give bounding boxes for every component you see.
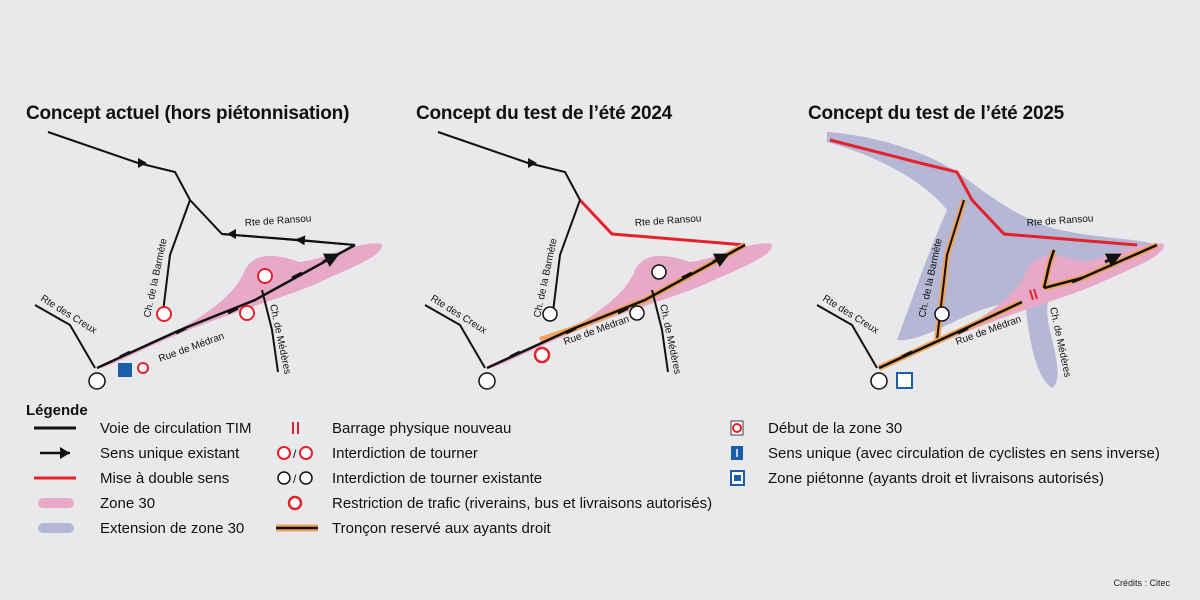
svg-text:/: / [293, 472, 297, 486]
pink-zone-icon [30, 493, 78, 513]
label-rte-creux: Rte des Creux [38, 293, 98, 336]
legend-item-existing-no-turn: / Interdiction de tourner existante [272, 468, 542, 488]
legend-item-one-way: Sens unique existant [30, 443, 239, 463]
reserved-section-icon [272, 518, 320, 538]
legend-item-two-way: Mise à double sens [30, 468, 229, 488]
road-creux [424, 304, 486, 369]
existing-no-turn-icon [651, 264, 667, 280]
legend-item-zone30-ext: Extension de zone 30 [30, 518, 244, 538]
credits: Crédits : Citec [1113, 578, 1170, 588]
no-turn-icon [239, 305, 255, 321]
road-barmette [551, 199, 581, 321]
road-creux [816, 304, 878, 369]
one-way-arrows [901, 257, 1115, 359]
panel-title-current: Concept actuel (hors piétonnisation) [26, 103, 350, 124]
svg-text:/: / [293, 447, 297, 461]
legend-item-restriction: Restriction de trafic (riverains, bus et… [272, 493, 712, 513]
legend-item-tim: Voie de circulation TIM [30, 418, 251, 438]
label-mederes: Ch. de Médères [267, 303, 293, 375]
zone30-extension-area [827, 132, 1154, 388]
existing-no-turn-icon [934, 306, 950, 322]
red-line-icon [30, 468, 78, 488]
label-rte-creux: Rte des Creux [820, 293, 880, 336]
legend-item-zone30-start: Début de la zone 30 [718, 418, 902, 438]
one-way-cyclists-icon [118, 363, 132, 377]
one-way-arrow-icon [138, 158, 147, 168]
one-way-arrows [509, 257, 723, 359]
traffic-restriction-icon [272, 493, 320, 513]
one-way-cyclists-icon [718, 443, 766, 463]
road-mederes [651, 289, 669, 373]
legend-item-reserved: Tronçon reservé aux ayants droit [272, 518, 551, 538]
traffic-restriction-icon [533, 346, 551, 364]
pedestrian-zone-icon [896, 372, 913, 389]
label-rte-ransou: Rte de Ransou [634, 213, 701, 229]
pedestrian-zone-icon [718, 468, 766, 488]
legend-item-zone30: Zone 30 [30, 493, 155, 513]
no-turn-icon [257, 268, 273, 284]
existing-no-turn-icon: / [272, 468, 320, 488]
road-ransou [221, 233, 356, 246]
road-medran [486, 243, 746, 370]
zone30-start-icon [718, 418, 766, 438]
road-creux [34, 304, 96, 369]
road-medran [96, 243, 356, 370]
map-current: Rte de Ransou Ch. de la Barmète Rte des … [34, 131, 383, 390]
lavender-zone-icon [30, 518, 78, 538]
label-rte-creux: Rte des Creux [428, 293, 488, 336]
panel-title-2025: Concept du test de l’été 2025 [808, 103, 1065, 124]
label-barmette: Ch. de la Barmète [532, 237, 560, 319]
label-mederes: Ch. de Médères [657, 303, 683, 375]
legend-item-no-turn: / Interdiction de tourner [272, 443, 478, 463]
one-way-arrow-icon [528, 158, 537, 168]
existing-no-turn-icon [542, 306, 558, 322]
barrier-icon [1029, 288, 1038, 301]
zone30-start-icon [137, 362, 149, 374]
legend-title: Légende [26, 402, 88, 419]
legend-item-barrier: Barrage physique nouveau [272, 418, 511, 438]
one-way-arrows [119, 257, 333, 359]
no-turn-icon: / [272, 443, 320, 463]
maps-area: Rte de Ransou Ch. de la Barmète Rte des … [34, 131, 1165, 390]
start-node [478, 372, 496, 390]
start-node [870, 372, 888, 390]
start-node [88, 372, 106, 390]
one-way-arrow-icon [30, 443, 78, 463]
road-main-north [437, 131, 581, 201]
black-line-icon [30, 418, 78, 438]
no-turn-icon [156, 306, 172, 322]
label-rte-ransou: Rte de Ransou [1026, 213, 1093, 229]
road-barmette [161, 199, 191, 321]
one-way-arrow-icon [227, 229, 236, 239]
map-2024: Rte de Ransou Ch. de la Barmète Rte des … [424, 131, 773, 390]
barrier-icon [272, 418, 320, 438]
road-mederes [261, 289, 279, 373]
existing-no-turn-icon [629, 305, 645, 321]
road-ransou-two-way [578, 198, 746, 247]
legend-item-pedestrian-zone: Zone piétonne (ayants droit et livraison… [718, 468, 1104, 488]
road-two-way [829, 138, 1138, 247]
road-main-north [47, 131, 356, 246]
map-2025: Rte de Ransou Ch. de la Barmète Rte des … [816, 132, 1165, 390]
label-rte-ransou: Rte de Ransou [244, 213, 311, 229]
legend-item-one-way-cyclists: Sens unique (avec circulation de cyclist… [718, 443, 1160, 463]
panel-title-2024: Concept du test de l’été 2024 [416, 103, 673, 124]
